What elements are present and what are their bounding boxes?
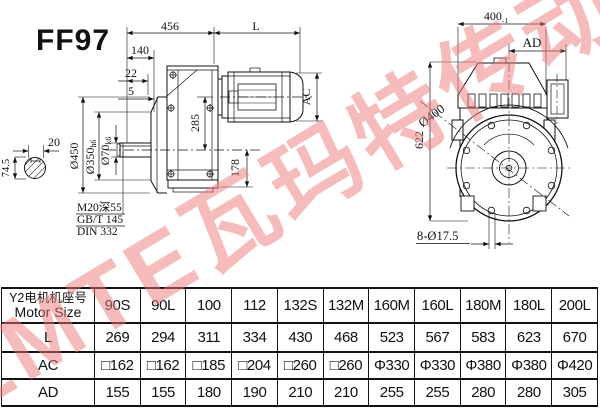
- technical-drawings: 456 L 140 22 5 285 AC 178 20 74.5 Ø450 Ø…: [1, 9, 571, 249]
- thread-note: M20深55: [77, 200, 122, 214]
- dim-140: 140: [131, 43, 149, 57]
- side-view-labels: 456 L 140 22 5 285 AC 178 20 74.5 Ø450 Ø…: [1, 19, 313, 238]
- col-header: 160M: [368, 287, 416, 324]
- dim-d450: Ø450: [67, 143, 81, 170]
- cell: Φ330: [368, 351, 416, 380]
- dim-AC: AC: [299, 89, 313, 106]
- cell: Φ330: [414, 351, 461, 380]
- cell: 623: [505, 322, 553, 353]
- cell: 305: [551, 378, 598, 407]
- cell: 523: [368, 322, 416, 353]
- page-title: FF97: [36, 24, 111, 57]
- cell: 269: [94, 322, 141, 353]
- cell: □204: [231, 351, 278, 380]
- front-view-drawing: [416, 21, 571, 249]
- cell: 294: [139, 322, 187, 353]
- row-label-AD: AD: [1, 378, 95, 407]
- cell: □185: [185, 351, 233, 380]
- col-header: 112: [231, 287, 278, 324]
- row-label-L: L: [1, 322, 95, 353]
- bolt-holes: [462, 121, 556, 215]
- col-header: 160L: [414, 287, 461, 324]
- dim-285: 285: [188, 114, 202, 132]
- cell: 190: [231, 378, 278, 407]
- cell: 468: [322, 322, 370, 353]
- col-header: 180M: [459, 287, 507, 324]
- table-row-L: L 269 294 311 334 430 468 523 567 583 62…: [1, 322, 598, 353]
- dim-178: 178: [228, 159, 242, 177]
- motor-size-header: Y2电机机座号 Motor Size: [1, 287, 95, 324]
- cell: Φ420: [551, 351, 598, 380]
- cell: Φ380: [505, 351, 553, 380]
- col-header: 132S: [276, 287, 324, 324]
- dim-74-5: 74.5: [1, 159, 12, 177]
- col-header: 90L: [139, 287, 187, 324]
- cell: 155: [139, 378, 187, 407]
- cell: 670: [551, 322, 598, 353]
- cell: 180: [185, 378, 233, 407]
- cell: 155: [94, 378, 141, 407]
- row-label-AC: AC: [1, 351, 95, 380]
- dim-456: 456: [161, 19, 179, 33]
- motor-size-en: Motor Size: [14, 303, 82, 320]
- side-view-drawing: [12, 27, 322, 227]
- cell: 255: [368, 378, 416, 407]
- col-header: 90S: [94, 287, 141, 324]
- cell: 255: [414, 378, 461, 407]
- cell: 430: [276, 322, 324, 353]
- dim-d70k6: Ø70k6: [98, 137, 113, 166]
- dim-L: L: [252, 19, 259, 33]
- cell: □162: [139, 351, 187, 380]
- table-row-AD: AD 155 155 180 190 210 210 255 255 280 2…: [1, 378, 598, 407]
- dim-d350h6: Ø350h6: [83, 140, 98, 175]
- table-header-row: Y2电机机座号 Motor Size 90S 90L 100 112 132S …: [1, 287, 598, 324]
- col-header: 180L: [505, 287, 553, 324]
- dimension-table: Y2电机机座号 Motor Size 90S 90L 100 112 132S …: [1, 287, 598, 407]
- cell: 334: [231, 322, 278, 353]
- dim-AD: AD: [523, 35, 542, 50]
- col-header: 200L: [551, 287, 598, 324]
- cell: 210: [276, 378, 324, 407]
- cell: □162: [94, 351, 141, 380]
- motor-size-cn: Y2电机机座号: [9, 290, 87, 305]
- cell: 210: [322, 378, 370, 407]
- dim-400: 400-1: [484, 9, 508, 25]
- cell: 311: [185, 322, 233, 353]
- table-row-AC: AC □162 □162 □185 □204 □260 □260 Φ330 Φ3…: [1, 351, 598, 380]
- standard-din: DIN 332: [77, 226, 118, 238]
- dim-22: 22: [125, 66, 137, 80]
- col-header: 132M: [322, 287, 370, 324]
- dim-622: 622: [412, 131, 426, 149]
- cell: □260: [322, 351, 370, 380]
- cell: □260: [276, 351, 324, 380]
- cell: 280: [505, 378, 553, 407]
- cell: 583: [459, 322, 507, 353]
- dim-dia400: Ø400: [415, 101, 447, 130]
- dim-20: 20: [48, 135, 60, 149]
- cell: Φ380: [459, 351, 507, 380]
- standard-gbt: GB/T 145: [77, 214, 123, 226]
- cell: 280: [459, 378, 507, 407]
- bolt-marks: [167, 71, 214, 178]
- cell: 567: [414, 322, 461, 353]
- holes-note: 8-Ø17.5: [417, 229, 458, 243]
- dim-5: 5: [128, 84, 134, 98]
- col-header: 100: [185, 287, 233, 324]
